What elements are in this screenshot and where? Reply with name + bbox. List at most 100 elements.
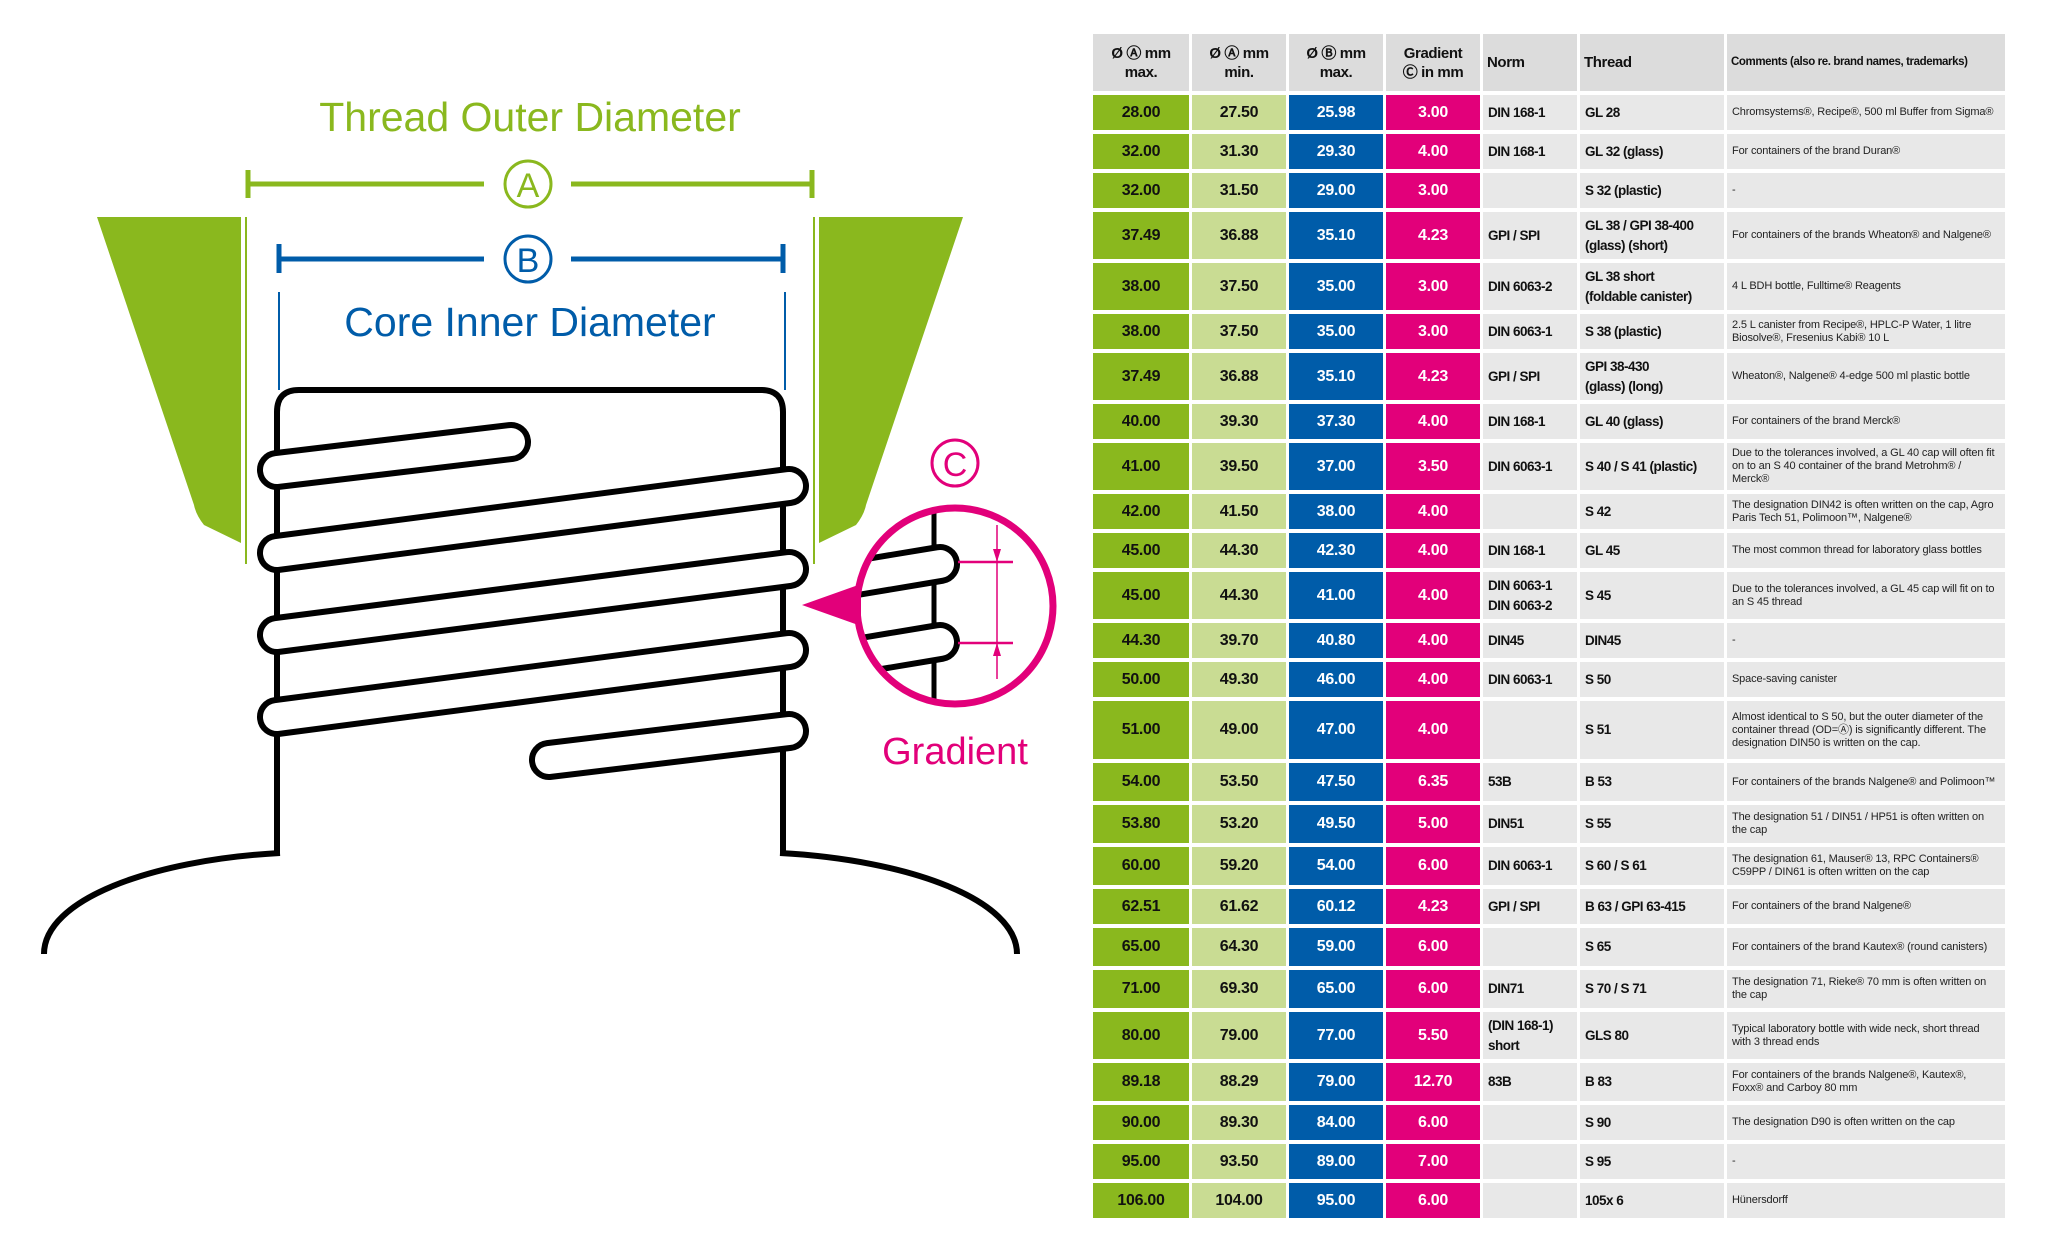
- comment-cell: For containers of the brand Duran®: [1727, 134, 2005, 169]
- gradient-cell: 4.23: [1386, 889, 1480, 924]
- comment-cell: -: [1727, 1144, 2005, 1179]
- norm-cell: DIN51: [1483, 805, 1577, 843]
- a-max-cell: 80.00: [1093, 1012, 1189, 1059]
- thread-cell: DIN45: [1580, 623, 1724, 658]
- b-max-cell: 77.00: [1289, 1012, 1383, 1059]
- comment-cell: Space-saving canister: [1727, 662, 2005, 697]
- header-thread: Thread: [1580, 34, 1724, 91]
- norm-cell: [1483, 173, 1577, 208]
- comment-cell: Chromsystems®, Recipe®, 500 ml Buffer fr…: [1727, 95, 2005, 130]
- a-max-cell: 71.00: [1093, 970, 1189, 1008]
- a-min-cell: 61.62: [1192, 889, 1286, 924]
- thread-cell: GL 28: [1580, 95, 1724, 130]
- a-max-cell: 106.00: [1093, 1183, 1189, 1218]
- a-max-cell: 45.00: [1093, 533, 1189, 568]
- norm-cell: DIN 6063-1 DIN 6063-2: [1483, 572, 1577, 619]
- b-max-cell: 35.00: [1289, 314, 1383, 349]
- comment-cell: The designation 51 / DIN51 / HP51 is oft…: [1727, 805, 2005, 843]
- a-min-cell: 27.50: [1192, 95, 1286, 130]
- comment-cell: Hünersdorff: [1727, 1183, 2005, 1218]
- a-max-cell: 32.00: [1093, 173, 1189, 208]
- norm-cell: DIN 168-1: [1483, 95, 1577, 130]
- b-max-cell: 40.80: [1289, 623, 1383, 658]
- gradient-cell: 6.00: [1386, 847, 1480, 885]
- thread-cell: B 53: [1580, 763, 1724, 801]
- header-b-max: Ø Ⓑ mm max.: [1289, 34, 1383, 91]
- norm-cell: DIN 6063-2: [1483, 263, 1577, 310]
- norm-cell: DIN 168-1: [1483, 533, 1577, 568]
- gradient-cell: 3.00: [1386, 95, 1480, 130]
- b-max-cell: 37.00: [1289, 443, 1383, 490]
- b-max-cell: 29.30: [1289, 134, 1383, 169]
- gradient-cell: 3.00: [1386, 314, 1480, 349]
- b-max-cell: 47.50: [1289, 763, 1383, 801]
- a-max-cell: 60.00: [1093, 847, 1189, 885]
- thread-cell: 105x 6: [1580, 1183, 1724, 1218]
- gradient-magnifier: [802, 504, 1057, 708]
- thread-cell: S 95: [1580, 1144, 1724, 1179]
- a-min-cell: 64.30: [1192, 928, 1286, 966]
- b-max-cell: 46.00: [1289, 662, 1383, 697]
- b-max-cell: 89.00: [1289, 1144, 1383, 1179]
- bottle-shoulder-right: [779, 850, 1020, 955]
- b-max-cell: 35.00: [1289, 263, 1383, 310]
- a-max-cell: 89.18: [1093, 1063, 1189, 1101]
- comment-cell: -: [1727, 623, 2005, 658]
- gradient-cell: 4.00: [1386, 134, 1480, 169]
- norm-cell: 83B: [1483, 1063, 1577, 1101]
- norm-cell: [1483, 928, 1577, 966]
- outer-diameter-title: Thread Outer Diameter: [319, 94, 741, 140]
- gradient-cell: 4.00: [1386, 623, 1480, 658]
- a-max-cell: 95.00: [1093, 1144, 1189, 1179]
- thread-cell: GL 32 (glass): [1580, 134, 1724, 169]
- gradient-cell: 5.00: [1386, 805, 1480, 843]
- gradient-cell: 4.00: [1386, 572, 1480, 619]
- b-max-cell: 29.00: [1289, 173, 1383, 208]
- thread-cell: GL 40 (glass): [1580, 404, 1724, 439]
- a-min-cell: 88.29: [1192, 1063, 1286, 1101]
- pointer-arrow-icon: [802, 584, 861, 626]
- cap-wall-left: [97, 217, 241, 543]
- a-max-cell: 40.00: [1093, 404, 1189, 439]
- norm-cell: [1483, 701, 1577, 759]
- b-max-cell: 38.00: [1289, 494, 1383, 529]
- comment-cell: Due to the tolerances involved, a GL 40 …: [1727, 443, 2005, 490]
- norm-cell: 53B: [1483, 763, 1577, 801]
- norm-cell: GPI / SPI: [1483, 353, 1577, 400]
- inner-diameter-title: Core Inner Diameter: [344, 299, 715, 345]
- a-max-cell: 65.00: [1093, 928, 1189, 966]
- a-min-cell: 49.00: [1192, 701, 1286, 759]
- magnified-thread-turn: [859, 544, 960, 605]
- comment-cell: Almost identical to S 50, but the outer …: [1727, 701, 2005, 759]
- a-max-cell: 53.80: [1093, 805, 1189, 843]
- thread-cell: S 42: [1580, 494, 1724, 529]
- thread-cell: S 65: [1580, 928, 1724, 966]
- thread-turns: [256, 422, 810, 780]
- a-min-cell: 79.00: [1192, 1012, 1286, 1059]
- b-max-cell: 95.00: [1289, 1183, 1383, 1218]
- label-b: B: [517, 242, 540, 280]
- thread-cell: GL 45: [1580, 533, 1724, 568]
- a-max-cell: 51.00: [1093, 701, 1189, 759]
- a-min-cell: 59.20: [1192, 847, 1286, 885]
- thread-spec-table: Ø Ⓐ mm max. Ø Ⓐ mm min. Ø Ⓑ mm max. Grad…: [1090, 30, 2008, 1222]
- comment-cell: For containers of the brands Wheaton® an…: [1727, 212, 2005, 259]
- thread-turn: [256, 548, 810, 656]
- gradient-cell: 3.50: [1386, 443, 1480, 490]
- norm-cell: [1483, 1105, 1577, 1140]
- norm-cell: [1483, 494, 1577, 529]
- a-max-cell: 44.30: [1093, 623, 1189, 658]
- thread-cell: GL 38 / GPI 38-400 (glass) (short): [1580, 212, 1724, 259]
- thread-turn: [529, 711, 809, 780]
- gradient-cell: 5.50: [1386, 1012, 1480, 1059]
- b-max-cell: 41.00: [1289, 572, 1383, 619]
